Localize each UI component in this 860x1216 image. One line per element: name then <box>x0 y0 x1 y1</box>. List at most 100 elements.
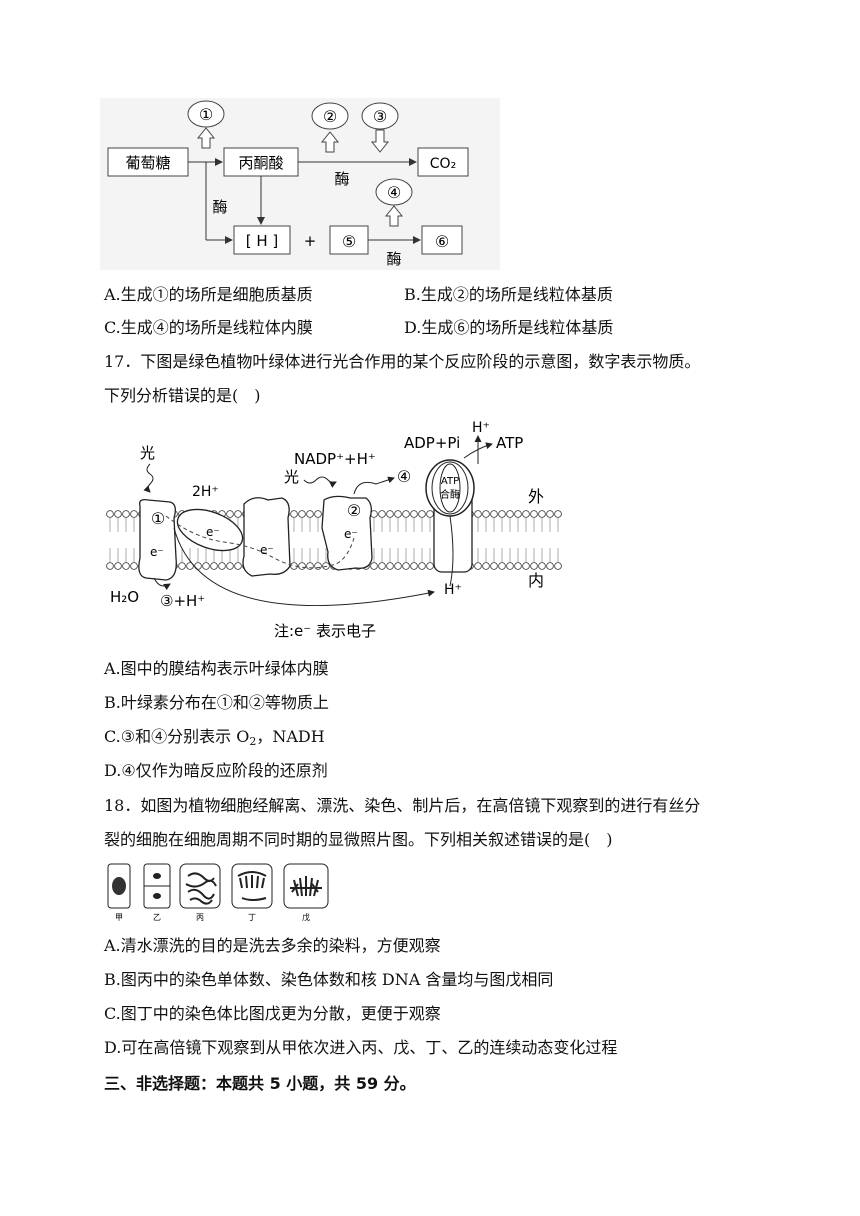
section3-heading: 三、非选择题：本题共 5 小题，共 59 分。 <box>104 1074 416 1093</box>
q18-option-d: D.可在高倍镜下观察到从甲依次进入丙、戊、丁、乙的连续动态变化过程 <box>104 1038 618 1057</box>
lipid-head <box>498 562 506 570</box>
chromosomes-ding <box>237 871 267 901</box>
q17-option-c: C.③和④分别表示 O2，NADH <box>104 727 325 752</box>
lipid-head <box>306 562 314 570</box>
lipid-head <box>234 510 242 518</box>
enzyme-label-2: 酶 <box>334 170 349 188</box>
co2-box <box>417 147 469 177</box>
respiration-diagram: 葡萄糖 丙酮酸 CO₂ [ H ] + ⑤ ⑥ ① ② ③ ④ 酶 酶 <box>100 98 500 270</box>
lipid-head <box>530 562 538 570</box>
q18-stem-line2: 裂的细胞在细胞周期不同时期的显微照片图。下列相关叙述错误的是( ) <box>104 830 613 849</box>
lipid-head <box>538 510 546 518</box>
lipid-head <box>538 562 546 570</box>
lipid-head <box>482 562 490 570</box>
nucleus-yi-bottom <box>153 893 161 899</box>
lipid-head <box>370 562 378 570</box>
glucose-box <box>107 147 189 177</box>
atp-synthase-label-1: ATP <box>441 476 459 487</box>
outside-label: 外 <box>528 487 544 506</box>
product2-label: ② <box>323 107 337 126</box>
q18-option-b: B.图丙中的染色单体数、染色体数和核 DNA 含量均与图戊相同 <box>104 970 554 989</box>
lipid-head <box>490 562 498 570</box>
psi-number: ② <box>347 501 361 520</box>
lipid-head <box>402 562 410 570</box>
lipid-head <box>554 510 562 518</box>
q17-option-c-subscript: 2 <box>249 735 257 748</box>
atp-label: ATP <box>496 434 523 452</box>
lipid-head <box>474 510 482 518</box>
q17-option-c-suffix: ，NADH <box>256 727 325 746</box>
photosystem-1 <box>321 495 373 571</box>
lipid-head <box>426 562 434 570</box>
lipid-head <box>106 562 114 570</box>
q16-option-c: C.生成④的场所是线粒体内膜 <box>104 318 313 337</box>
h-bottom-label: H⁺ <box>444 582 462 598</box>
lipid-head <box>378 562 386 570</box>
lipid-head <box>130 510 138 518</box>
plus-sign: + <box>304 232 317 250</box>
lipid-head <box>122 562 130 570</box>
substance6-label: ⑥ <box>435 232 449 251</box>
lipid-head <box>418 510 426 518</box>
substance5-box <box>329 225 369 255</box>
h-box <box>233 225 291 255</box>
cell-label-wu: 戊 <box>302 912 310 922</box>
lipid-head <box>426 510 434 518</box>
electron-1: e⁻ <box>150 545 164 559</box>
q17-option-a: A.图中的膜结构表示叶绿体内膜 <box>104 659 329 678</box>
lipid-head <box>226 562 234 570</box>
lipid-head <box>386 510 394 518</box>
lipid-head <box>546 562 554 570</box>
lipid-head <box>298 510 306 518</box>
nadp-label: NADP⁺+H⁺ <box>294 450 376 468</box>
lipid-head <box>490 510 498 518</box>
q17-stem-line2: 下列分析错误的是( ) <box>104 386 261 405</box>
q17-option-b: B.叶绿素分布在①和②等物质上 <box>104 693 329 712</box>
lipid-head <box>106 510 114 518</box>
co2-label: CO₂ <box>430 156 456 172</box>
lipid-head <box>546 510 554 518</box>
electron-note: 注:e⁻ 表示电子 <box>274 622 376 640</box>
nucleus-yi-top <box>153 873 161 879</box>
lipid-head <box>306 510 314 518</box>
electron-3: e⁻ <box>260 543 274 557</box>
q18-option-c: C.图丁中的染色体比图戊更为分散，更便于观察 <box>104 1004 441 1023</box>
lipid-head <box>194 562 202 570</box>
lipid-head <box>554 562 562 570</box>
lipid-head <box>314 562 322 570</box>
lipid-head <box>122 510 130 518</box>
lipid-head <box>514 562 522 570</box>
cytochrome-protein <box>176 508 244 552</box>
q16-option-d: D.生成⑥的场所是线粒体基质 <box>404 318 614 337</box>
lipid-head <box>402 510 410 518</box>
electron-4: e⁻ <box>344 527 358 541</box>
lipid-head <box>386 562 394 570</box>
lipid-head <box>522 562 530 570</box>
mitosis-cells-figure: 甲 乙 丙 丁 戊 <box>107 863 329 922</box>
nadph-number: ④ <box>397 467 411 486</box>
lipid-head <box>394 562 402 570</box>
two-h-label: 2H⁺ <box>192 484 219 500</box>
atp-synthase-head <box>425 459 475 517</box>
h-top-label: H⁺ <box>472 420 490 436</box>
lipid-head <box>202 562 210 570</box>
substance6-box <box>421 225 463 255</box>
lipid-head <box>394 510 402 518</box>
lipid-head <box>514 510 522 518</box>
h-label: [ H ] <box>246 232 279 250</box>
cell-label-bing: 丙 <box>196 913 204 922</box>
atp-synthase-label-2: 合酶 <box>440 488 460 501</box>
lipid-head <box>378 510 386 518</box>
lipid-head <box>474 562 482 570</box>
q17-stem-line1: 17．下图是绿色植物叶绿体进行光合作用的某个反应阶段的示意图，数字表示物质。 <box>104 352 701 371</box>
q16-option-b: B.生成②的场所是线粒体基质 <box>404 285 613 304</box>
lipid-head <box>218 562 226 570</box>
q17-option-c-prefix: C.③和④分别表示 O <box>104 727 250 746</box>
psii-number: ① <box>151 509 165 528</box>
lipid-head <box>530 510 538 518</box>
chromosomes-bing <box>185 872 217 905</box>
inside-label: 内 <box>528 571 544 590</box>
cytochrome-complex <box>242 497 291 577</box>
substance5-label: ⑤ <box>342 232 356 251</box>
